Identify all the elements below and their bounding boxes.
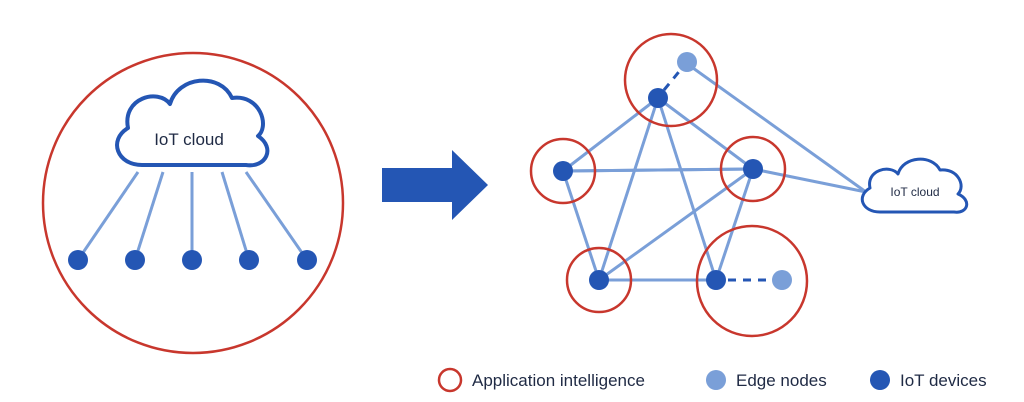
link-cloud-device-4 [220,171,251,261]
iot-device [239,250,259,270]
legend-device-icon [870,370,890,390]
dashed-link-top [662,67,684,91]
iot-device [743,159,763,179]
central-links [76,171,309,261]
application-intelligence-ring [623,32,719,128]
legend: Application intelligence Edge nodes IoT … [437,367,987,393]
legend-item-edge-nodes: Edge nodes [706,370,827,390]
mesh-devices [553,88,763,290]
link [597,97,660,281]
iot-device [553,161,573,181]
link [562,167,754,173]
iot-device [297,250,317,270]
link [561,170,601,281]
legend-item-application-intelligence: Application intelligence [437,367,645,393]
distributed-model: IoT cloud [529,32,969,338]
legend-label-edge-nodes: Edge nodes [736,371,827,390]
legend-label-iot-devices: IoT devices [900,371,987,390]
legend-item-iot-devices: IoT devices [870,370,987,390]
iot-device [706,270,726,290]
edge-nodes [677,52,792,290]
legend-label-application-intelligence: Application intelligence [472,371,645,390]
link-cloud-device-1 [76,171,140,261]
link [562,96,659,173]
centralized-model: IoT cloud [41,51,345,355]
link-cloud-device-5 [244,171,309,261]
iot-device [68,250,88,270]
cloud-icon-right [860,157,969,214]
application-intelligence-ring [565,246,633,314]
link [598,167,754,282]
cloud-label-left: IoT cloud [154,130,224,149]
link [752,167,867,194]
iot-device [648,88,668,108]
central-devices [68,250,317,270]
link-cloud-device-2 [133,171,165,261]
application-intelligence-ring [719,135,787,203]
iot-device [125,250,145,270]
edge-dashed-links [662,67,772,282]
application-intelligence-ring-central [41,51,345,355]
cloud-label-right: IoT cloud [890,185,939,199]
edge-node [772,270,792,290]
transition-arrow [382,150,488,220]
iot-device [589,270,609,290]
application-intelligence-ring [529,137,597,205]
iot-device [182,250,202,270]
application-intelligence-rings [529,32,809,338]
legend-edge-node-icon [706,370,726,390]
application-intelligence-ring [695,224,809,338]
link [714,168,755,281]
cloud-icon-left [115,78,270,168]
legend-ring-icon [437,367,463,393]
link [657,96,754,171]
edge-node [677,52,697,72]
